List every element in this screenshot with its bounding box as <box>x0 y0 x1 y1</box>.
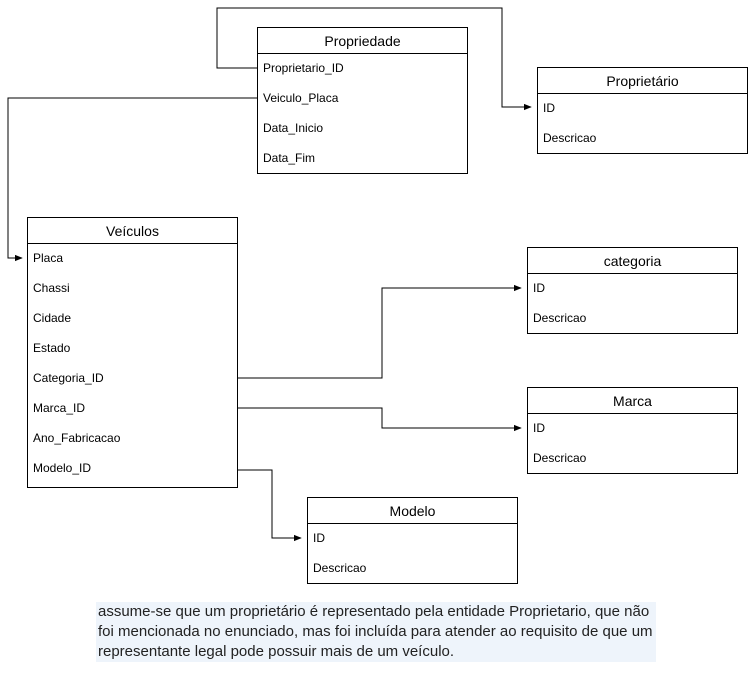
connector-marca-id-to-marca <box>238 407 522 432</box>
entity-modelo-title: Modelo <box>308 498 517 524</box>
field-proprietario-id: Proprietario_ID <box>263 61 344 75</box>
explanatory-note: assume-se que um proprietário é represen… <box>96 602 656 662</box>
field-cidade: Cidade <box>33 311 72 325</box>
entity-categoria[interactable]: categoria ID Descricao <box>527 247 738 334</box>
field-ano-fabricacao: Ano_Fabricacao <box>33 431 121 445</box>
entity-marca-title: Marca <box>528 388 737 414</box>
field-veiculo-placa: Veiculo_Placa <box>263 91 339 105</box>
entity-veiculos-title: Veículos <box>28 218 237 244</box>
entity-propriedade-title: Propriedade <box>258 28 467 54</box>
field-data-inicio: Data_Inicio <box>263 121 324 135</box>
entity-veiculos[interactable]: Veículos Placa Chassi Cidade Estado Cate… <box>27 217 238 488</box>
connector-categoria-id-to-categoria <box>238 284 522 379</box>
field-estado: Estado <box>33 341 71 355</box>
field-proprietario-id-pk: ID <box>543 101 555 115</box>
field-data-fim: Data_Fim <box>263 151 316 165</box>
entity-proprietario-title: Proprietário <box>538 68 747 94</box>
entity-propriedade[interactable]: Propriedade Proprietario_ID Veiculo_Plac… <box>257 27 468 174</box>
field-categoria-descricao: Descricao <box>533 311 587 325</box>
entity-modelo[interactable]: Modelo ID Descricao <box>307 497 518 584</box>
field-proprietario-descricao: Descricao <box>543 131 597 145</box>
field-modelo-descricao: Descricao <box>313 561 367 575</box>
field-modelo-id-pk: ID <box>313 531 325 545</box>
entity-marca[interactable]: Marca ID Descricao <box>527 387 738 474</box>
field-modelo-id: Modelo_ID <box>33 461 92 475</box>
entity-proprietario[interactable]: Proprietário ID Descricao <box>537 67 748 154</box>
field-placa: Placa <box>33 251 64 265</box>
field-categoria-id-pk: ID <box>533 281 545 295</box>
field-chassi: Chassi <box>33 281 70 295</box>
entity-categoria-title: categoria <box>528 248 737 274</box>
field-categoria-id: Categoria_ID <box>33 371 104 385</box>
field-marca-descricao: Descricao <box>533 451 587 465</box>
connector-modelo-id-to-modelo <box>238 469 302 542</box>
field-marca-id-pk: ID <box>533 421 545 435</box>
field-marca-id: Marca_ID <box>33 401 86 415</box>
